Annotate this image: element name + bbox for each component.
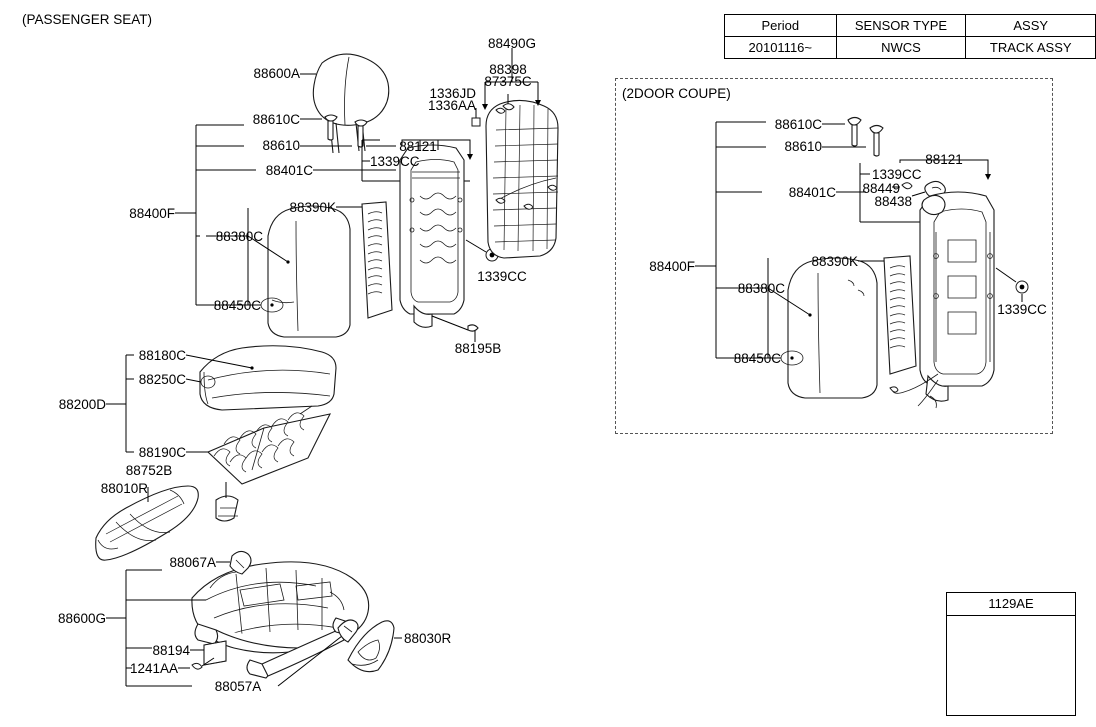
label-88400F: 88400F	[129, 206, 175, 221]
label-88400F-right: 88400F	[649, 259, 695, 274]
left-section-title: (PASSENGER SEAT)	[22, 12, 153, 27]
label-88195B: 88195B	[454, 341, 502, 356]
label-88610C-right: 88610C	[774, 117, 822, 132]
label-88190C: 88190C	[138, 445, 186, 460]
seat-back-frame-left	[399, 140, 499, 342]
seat-cushion	[185, 345, 337, 411]
legend-part-number: 1129AE	[947, 593, 1075, 616]
label-88610-right: 88610	[784, 139, 822, 154]
label-88380C: 88380C	[215, 229, 263, 244]
back-trim-panel-left	[336, 201, 393, 319]
label-1339CC-left: 1339CC	[370, 154, 420, 169]
headrest-bolt-icons	[300, 114, 368, 148]
spec-table-row: 20101116~ NWCS TRACK ASSY	[724, 36, 1096, 59]
spec-cell-assy: TRACK ASSY	[965, 36, 1096, 59]
label-1339CC-left-2: 1339CC	[477, 269, 527, 284]
spec-header-sensor-type: SENSOR TYPE	[835, 14, 967, 37]
label-88180C: 88180C	[138, 348, 186, 363]
label-88438: 88438	[874, 194, 912, 209]
spec-header-period: Period	[724, 14, 837, 37]
label-88067A: 88067A	[169, 555, 216, 570]
label-88250C: 88250C	[138, 372, 186, 387]
label-88752B: 88752B	[125, 463, 173, 478]
label-88600A: 88600A	[253, 66, 300, 81]
label-88200D: 88200D	[58, 397, 106, 412]
legend-bolt-icon	[947, 616, 1075, 713]
spec-cell-period: 20101116~	[724, 36, 837, 59]
label-88401C: 88401C	[265, 163, 313, 178]
label-1336AA: 1336AA	[427, 98, 476, 113]
label-87375C: 87375C	[484, 74, 532, 89]
seat-side-cover-right-lower	[337, 619, 402, 673]
label-1336JD: 1336JD	[429, 86, 476, 101]
spec-header-assy: ASSY	[965, 14, 1096, 37]
seat-back-pad	[206, 205, 351, 338]
label-88121-right: 88121	[925, 152, 963, 167]
label-88030R: 88030R	[404, 631, 452, 646]
label-88194: 88194	[152, 643, 190, 658]
label-88610: 88610	[262, 138, 300, 153]
label-1339CC-right-2: 1339CC	[997, 302, 1047, 317]
label-88010R: 88010R	[100, 481, 148, 496]
label-88610C: 88610C	[252, 112, 300, 127]
label-88600G: 88600G	[57, 611, 106, 626]
spec-cell-sensor-type: NWCS	[835, 36, 967, 59]
label-88390K-right: 88390K	[811, 254, 858, 269]
label-88450C: 88450C	[213, 298, 261, 313]
label-1339CC-right: 1339CC	[872, 167, 922, 182]
headrest-illustration	[300, 53, 390, 154]
label-1241AA: 1241AA	[129, 661, 178, 676]
two-door-coupe-group-box	[615, 78, 1053, 434]
label-88490G: 88490G	[487, 36, 537, 51]
legend-box: 1129AE	[946, 592, 1076, 716]
cushion-bracket	[106, 354, 134, 453]
label-88390K: 88390K	[289, 200, 336, 215]
cushion-heater-mat	[186, 405, 332, 485]
spec-table-header-row: Period SENSOR TYPE ASSY	[724, 14, 1096, 37]
label-88057A: 88057A	[214, 679, 262, 694]
label-88450C-right: 88450C	[733, 351, 781, 366]
spec-table: Period SENSOR TYPE ASSY 20101116~ NWCS T…	[724, 14, 1096, 59]
label-88121-left: 88121	[399, 139, 437, 154]
label-88398: 88398	[489, 62, 527, 77]
right-section-title: (2DOOR COUPE)	[622, 86, 731, 101]
label-88380C-right: 88380C	[737, 281, 785, 296]
left-assembly-bracket	[175, 124, 256, 306]
label-88449: 88449	[862, 181, 900, 196]
label-88401C-right: 88401C	[788, 185, 836, 200]
